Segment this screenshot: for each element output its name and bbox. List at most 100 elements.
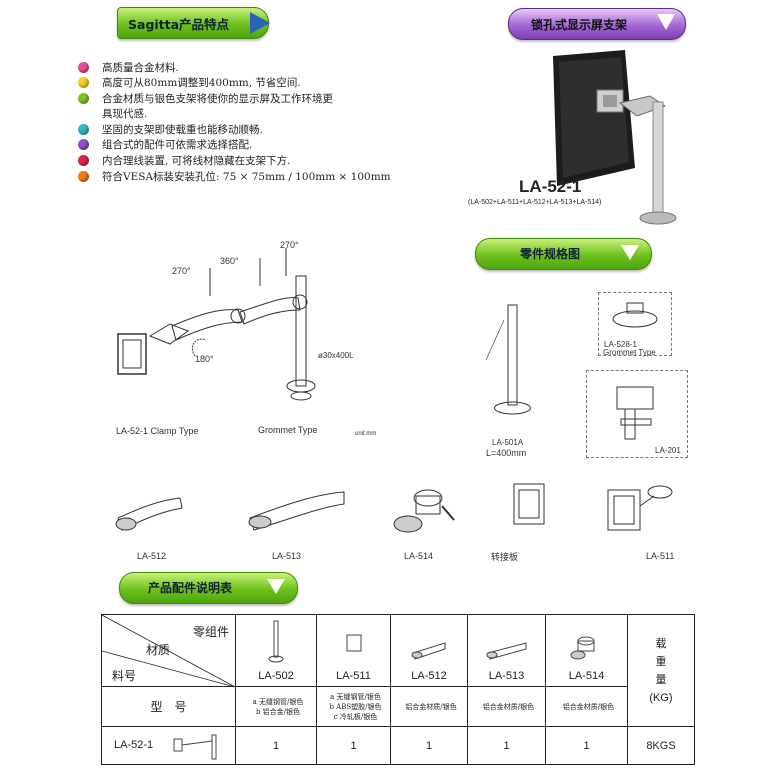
arm-label-la-512: LA-512: [137, 551, 167, 561]
qty-cell: 1: [390, 726, 468, 765]
dropdown-triangle-icon: [621, 245, 639, 260]
material-la-512: 铝合金材质/银色: [390, 686, 468, 727]
dropdown-triangle-icon: [657, 14, 675, 30]
material-line: c 冷轧板/银色: [333, 712, 378, 721]
la-513-icon: [486, 642, 527, 660]
col-la-514: LA-514: [545, 614, 628, 687]
arm-label-la-511: LA-511: [646, 551, 675, 561]
pole-caption: LA-501A: [492, 438, 524, 447]
parts-drawing-banner-label: 零件规格图: [520, 247, 581, 261]
col-la-512: LA-512: [390, 614, 468, 687]
grommet-caption: Grommet Type: [258, 425, 318, 435]
unit-caption: unit:mm: [355, 431, 377, 437]
row-model-cell: LA-52-1: [101, 726, 236, 765]
load-label: 重: [655, 655, 667, 668]
material-line: a 无缝钢管/银色: [252, 697, 304, 706]
dropdown-triangle-icon: [267, 579, 285, 594]
feature-item: 高度可从80mm调整到400mm, 节省空间.: [78, 75, 301, 90]
product-parts-line: (LA-502+LA-511+LA-512+LA-513+LA-514): [468, 199, 602, 206]
parts-drawing-banner: 零件规格图: [475, 238, 652, 270]
product-banner-label: 锁孔式显示屏支架: [531, 18, 628, 32]
grommet-528-type: Grommet Type: [603, 348, 656, 357]
clamp-201-label: LA-201: [655, 446, 681, 455]
load-label: (KG): [649, 691, 673, 704]
feature-item: 具现代感.: [102, 106, 147, 121]
grommet-528-label: LA-528-1: [604, 340, 637, 349]
bullet-dot-icon: [78, 139, 89, 150]
product-model: LA-52-1: [519, 177, 582, 196]
rotation-label: 270°: [280, 240, 299, 250]
table-banner: 产品配件说明表: [119, 572, 298, 604]
col-code: LA-513: [488, 670, 525, 682]
feature-text: 内合理线装置, 可将线材隐藏在支架下方.: [102, 155, 291, 167]
grommet-drawing: [612, 302, 658, 328]
feature-text: 坚固的支架即使载重也能移动顺畅.: [102, 124, 263, 136]
clamp-201-box: [586, 370, 688, 458]
feature-text: 高度可从80mm调整到400mm, 节省空间.: [102, 77, 301, 89]
grommet-528-box: [598, 292, 672, 356]
header-parts-label: 零组件: [192, 625, 229, 639]
material-line: b 铝合金/银色: [255, 707, 301, 716]
row-model: LA-52-1: [114, 739, 154, 751]
bullet-dot-icon: [78, 62, 89, 73]
material-la-513: 铝合金材质/银色: [467, 686, 546, 727]
col-code: LA-502: [258, 670, 294, 682]
material-la-511: a 无缝钢管/银色 b ABS塑胶/银色 c 冷轧板/银色: [316, 686, 391, 727]
col-la-502: LA-502: [235, 614, 317, 687]
la-511-icon: [346, 634, 362, 652]
features-banner-label: Sagitta产品特点: [128, 17, 230, 32]
spec-table: 零组件 材质 料号 LA-502 LA-511 LA-512 LA-513 LA…: [101, 614, 695, 765]
feature-item: 高质量合金材料.: [78, 60, 179, 75]
material-line: b ABS塑胶/银色: [329, 702, 382, 711]
pole-length: L=400mm: [486, 448, 527, 458]
feature-item: 坚固的支架即使载重也能移动顺畅.: [78, 122, 263, 137]
features-banner: Sagitta产品特点: [117, 7, 270, 39]
arm-la-511-drawing: [607, 485, 673, 531]
qty-cell: 1: [235, 726, 317, 765]
col-la-511: LA-511: [316, 614, 391, 687]
adapter-plate-label: 转接板: [491, 552, 519, 562]
feature-text: 高质量合金材料.: [102, 62, 179, 74]
table-banner-label: 产品配件说明表: [148, 581, 233, 595]
arm-label-la-514: LA-514: [404, 551, 434, 561]
col-code: LA-511: [336, 670, 371, 682]
header-material-label: 材质: [146, 643, 171, 657]
la-512-icon: [411, 642, 446, 660]
pole-dimension: ø30x400L: [318, 351, 354, 360]
la-502-icon: [268, 620, 284, 663]
bullet-dot-icon: [78, 155, 89, 166]
load-label: 载: [655, 637, 667, 650]
col-code: LA-514: [568, 670, 605, 682]
feature-item: 符合VESA标装安装孔位: 75 × 75mm / 100mm × 100mm: [78, 169, 391, 184]
arrow-icon: [250, 12, 270, 34]
product-photo: [553, 50, 677, 225]
arm-la-513-drawing: [248, 491, 345, 531]
col-code: LA-512: [411, 670, 447, 682]
clamp-drawing: [616, 386, 654, 440]
product-banner: 锁孔式显示屏支架: [508, 8, 686, 40]
feature-text: 合金材质与银色支架将使你的显示屏及工作环境更: [102, 93, 333, 105]
la-514-icon: [570, 636, 595, 660]
model-header: 型 号: [101, 686, 236, 727]
clamp-caption: LA-52-1 Clamp Type: [116, 426, 199, 436]
rotation-label: 360°: [220, 256, 239, 266]
header-item-label: 料号: [112, 669, 137, 683]
qty-cell: 1: [545, 726, 628, 765]
bullet-dot-icon: [78, 93, 89, 104]
feature-text: 符合VESA标装安装孔位: 75 × 75mm / 100mm × 100mm: [102, 171, 391, 183]
table-header-diagonal: 零组件 材质 料号: [101, 614, 236, 687]
feature-item: 内合理线装置, 可将线材隐藏在支架下方.: [78, 153, 291, 168]
rotation-label: 270°: [172, 266, 191, 276]
arm-label-la-513: LA-513: [272, 551, 302, 561]
header-diagonal-lines: [102, 615, 235, 687]
bullet-dot-icon: [78, 124, 89, 135]
bullet-dot-icon: [78, 77, 89, 88]
material-la-514: 铝合金材质/银色: [545, 686, 628, 727]
qty-cell: 1: [467, 726, 546, 765]
feature-item: 组合式的配件可依需求选择搭配.: [78, 137, 252, 152]
row-product-icon: [173, 734, 217, 760]
assembly-drawing: [117, 248, 316, 401]
pole-drawing: [485, 304, 531, 415]
material-la-502: a 无缝钢管/银色 b 铝合金/银色: [235, 686, 317, 727]
feature-item: 合金材质与银色支架将使你的显示屏及工作环境更: [78, 91, 333, 106]
